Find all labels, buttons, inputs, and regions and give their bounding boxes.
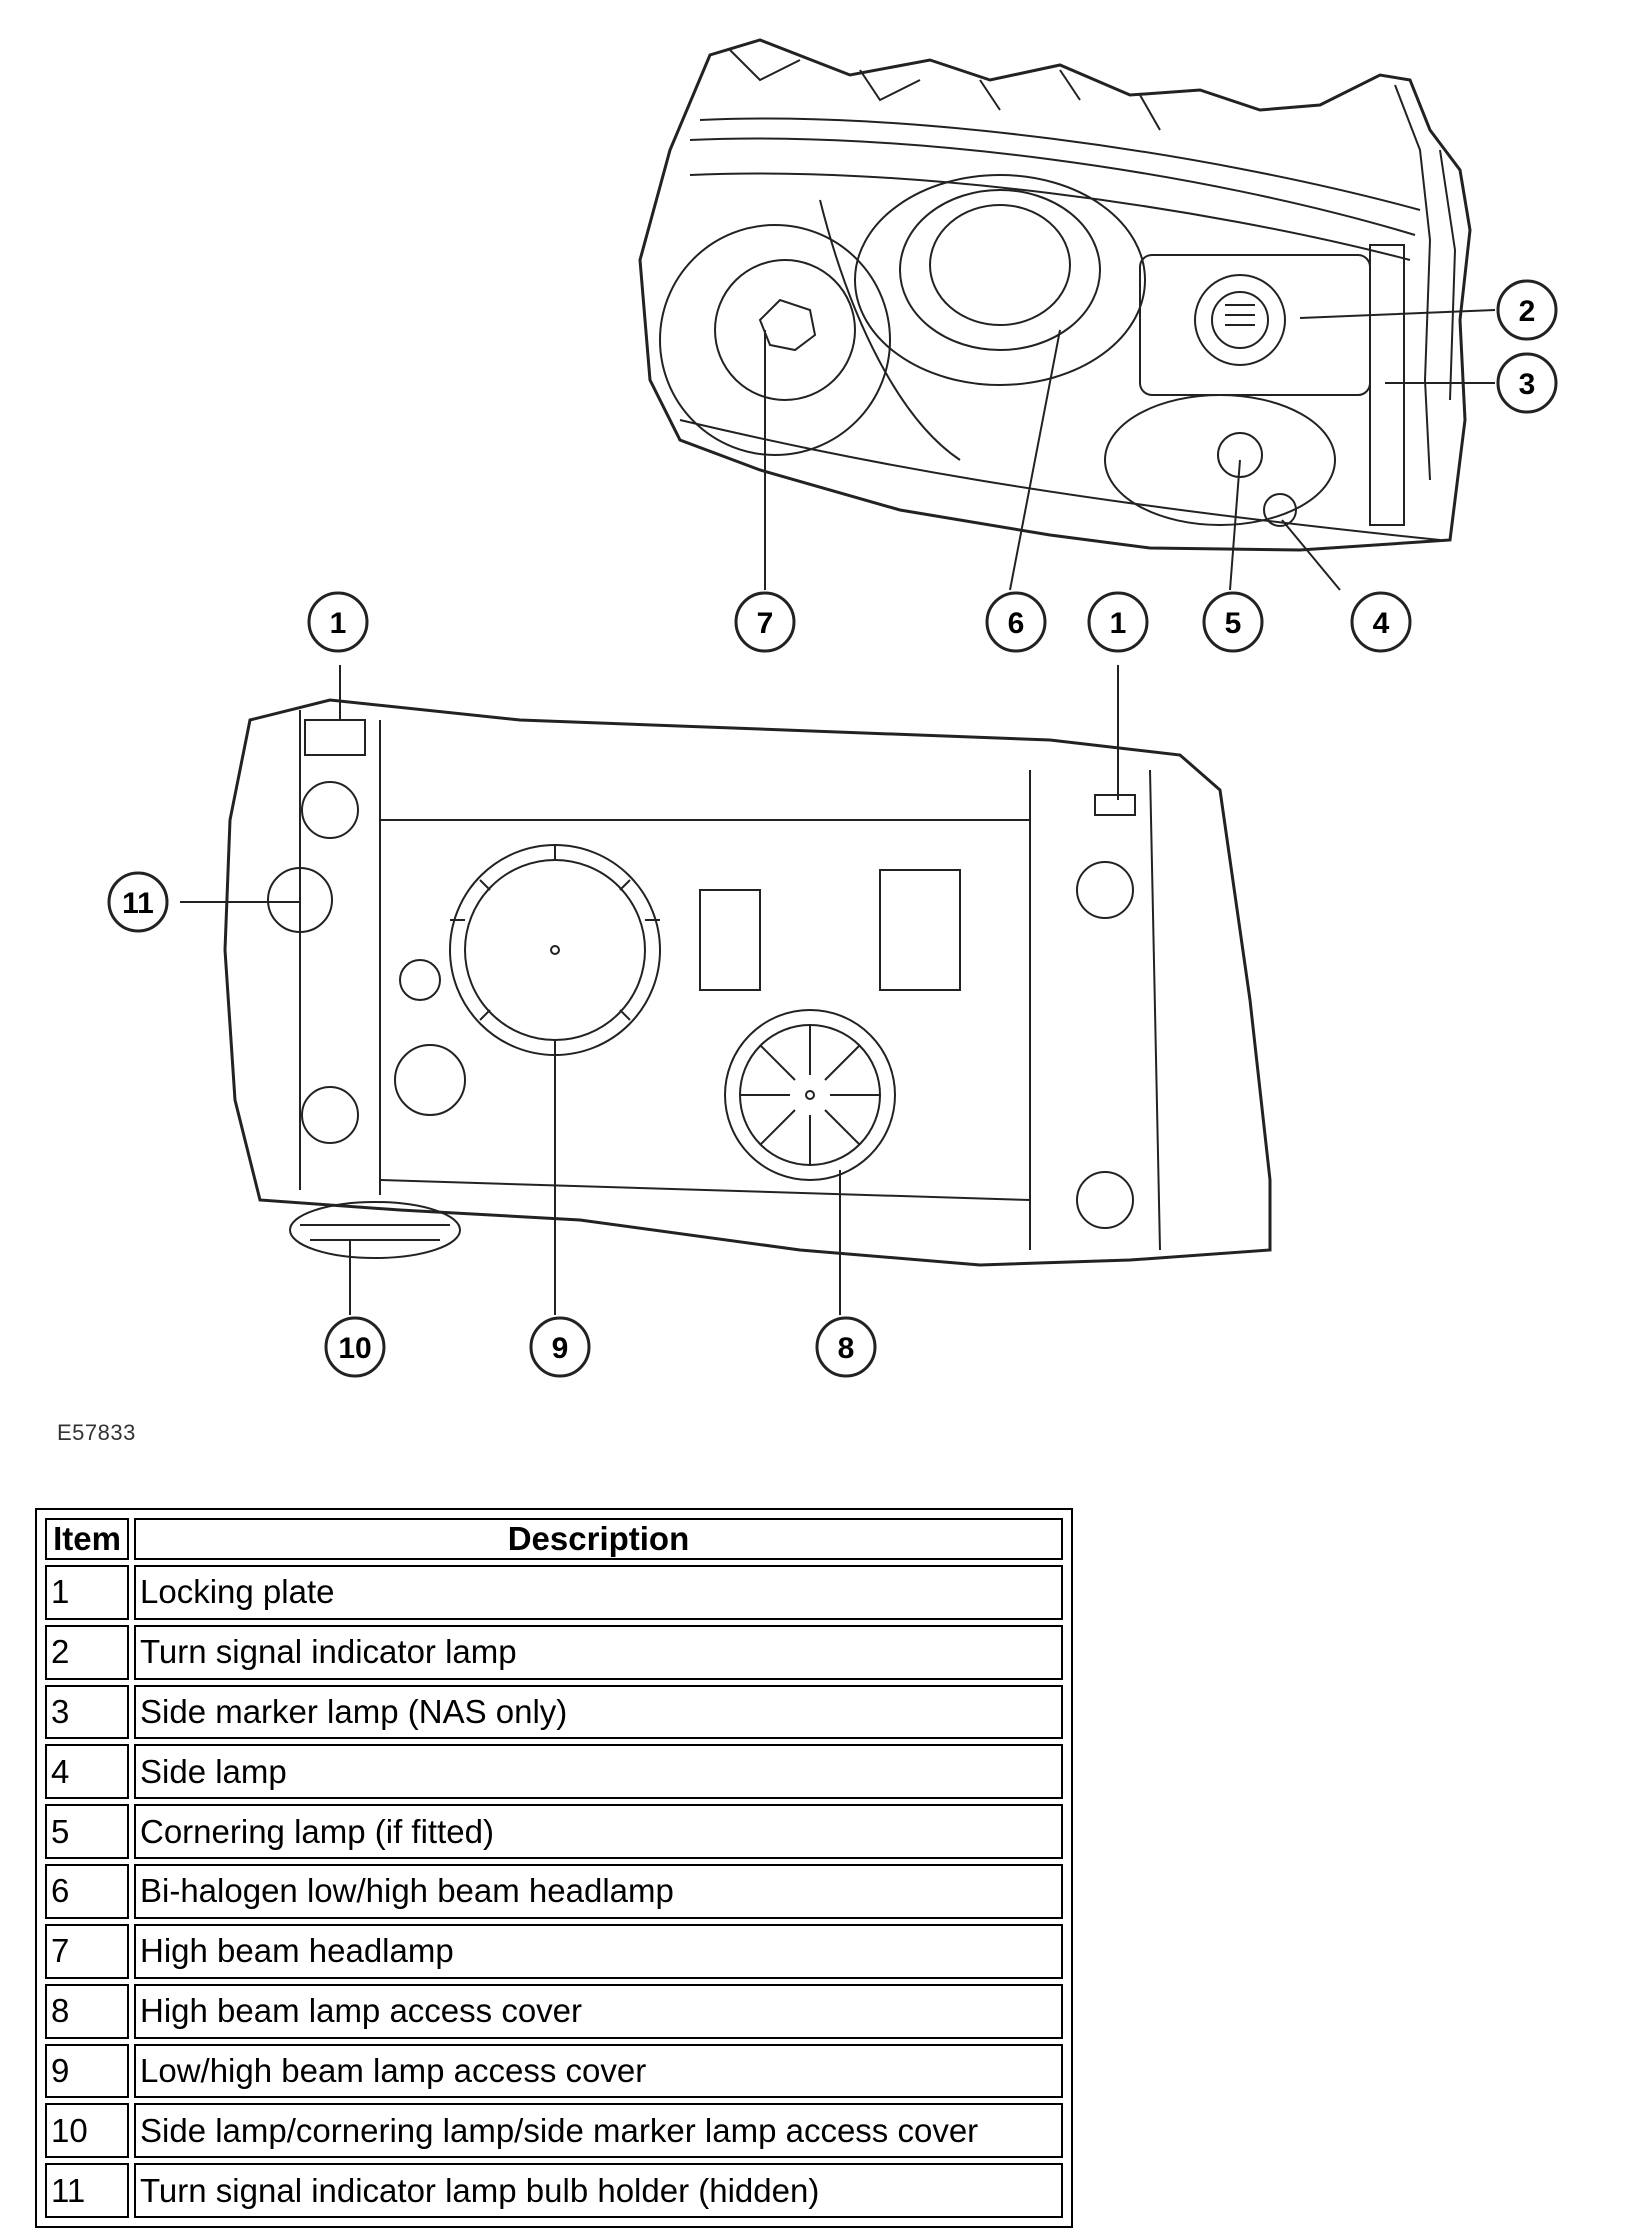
table-row: 8 High beam lamp access cover bbox=[45, 1983, 1063, 2039]
headlamp-rear-view bbox=[180, 665, 1272, 1315]
high-beam-access-cover bbox=[724, 1009, 896, 1181]
table-row: 6 Bi-halogen low/high beam headlamp bbox=[45, 1864, 1063, 1919]
low-high-beam-access-cover bbox=[449, 844, 661, 1056]
callout-6: 6 bbox=[985, 591, 1047, 653]
item-description: Locking plate bbox=[134, 1565, 1063, 1620]
table-row: 11 Turn signal indicator lamp bulb holde… bbox=[45, 2163, 1063, 2218]
turn-signal-lamp-housing bbox=[1139, 254, 1371, 396]
svg-text:5: 5 bbox=[1225, 607, 1242, 640]
item-number: 2 bbox=[45, 1624, 129, 1680]
item-description: Turn signal indicator lamp bulb holder (… bbox=[134, 2163, 1063, 2218]
svg-text:1: 1 bbox=[330, 607, 347, 640]
header-description: Description bbox=[134, 1518, 1063, 1560]
header-item: Item bbox=[45, 1518, 129, 1560]
svg-text:10: 10 bbox=[338, 1332, 371, 1365]
legend-table: Item Description 1 Locking plate 2 Turn … bbox=[35, 1508, 1073, 2228]
item-number: 6 bbox=[45, 1864, 129, 1919]
callout-5: 5 bbox=[1202, 591, 1264, 653]
item-description: High beam headlamp bbox=[134, 1923, 1063, 1979]
svg-text:9: 9 bbox=[552, 1332, 569, 1365]
item-number: 7 bbox=[45, 1923, 129, 1979]
svg-text:1: 1 bbox=[1110, 607, 1127, 640]
table-row: 1 Locking plate bbox=[45, 1565, 1063, 1620]
svg-text:4: 4 bbox=[1373, 607, 1390, 640]
item-number: 8 bbox=[45, 1983, 129, 2039]
side-lamp-access-cover bbox=[289, 1201, 461, 1259]
item-description: Side lamp bbox=[134, 1744, 1063, 1800]
callout-11: 11 bbox=[107, 871, 169, 933]
item-description: Cornering lamp (if fitted) bbox=[134, 1804, 1063, 1860]
callout-4: 4 bbox=[1350, 591, 1412, 653]
callout-8: 8 bbox=[815, 1316, 877, 1378]
item-number: 10 bbox=[45, 2103, 129, 2159]
item-number: 4 bbox=[45, 1744, 129, 1800]
bi-halogen-projector bbox=[819, 174, 1146, 461]
callouts: 2 3 7 6 1 5 4 1 bbox=[107, 279, 1558, 1378]
item-description: Bi-halogen low/high beam headlamp bbox=[134, 1864, 1063, 1919]
item-number: 9 bbox=[45, 2043, 129, 2099]
svg-text:8: 8 bbox=[838, 1332, 855, 1365]
callout-1-left: 1 bbox=[307, 591, 369, 653]
svg-text:7: 7 bbox=[757, 607, 774, 640]
table-row: 3 Side marker lamp (NAS only) bbox=[45, 1684, 1063, 1740]
table-row: 10 Side lamp/cornering lamp/side marker … bbox=[45, 2103, 1063, 2159]
item-number: 5 bbox=[45, 1804, 129, 1860]
legend-header-row: Item Description bbox=[45, 1518, 1063, 1560]
high-beam-reflector bbox=[659, 224, 891, 456]
headlamp-diagram: 2 3 7 6 1 5 4 1 bbox=[107, 38, 1558, 1378]
table-row: 4 Side lamp bbox=[45, 1744, 1063, 1800]
side-marker-strip bbox=[1369, 244, 1405, 526]
table-row: 5 Cornering lamp (if fitted) bbox=[45, 1804, 1063, 1860]
cornering-lamp-housing bbox=[1104, 394, 1336, 527]
item-description: Turn signal indicator lamp bbox=[134, 1624, 1063, 1680]
svg-text:11: 11 bbox=[122, 887, 154, 920]
item-number: 3 bbox=[45, 1684, 129, 1740]
table-row: 9 Low/high beam lamp access cover bbox=[45, 2043, 1063, 2099]
svg-text:2: 2 bbox=[1519, 295, 1536, 328]
item-description: Side lamp/cornering lamp/side marker lam… bbox=[134, 2103, 1063, 2159]
headlamp-front-view bbox=[638, 38, 1496, 591]
callout-1-right: 1 bbox=[1087, 591, 1149, 653]
svg-text:6: 6 bbox=[1008, 607, 1025, 640]
item-number: 1 bbox=[45, 1565, 129, 1620]
callout-2: 2 bbox=[1496, 279, 1558, 341]
item-number: 11 bbox=[45, 2163, 129, 2218]
item-description: Low/high beam lamp access cover bbox=[134, 2043, 1063, 2099]
table-row: 2 Turn signal indicator lamp bbox=[45, 1624, 1063, 1680]
figure-reference: E57833 bbox=[57, 1420, 136, 1445]
callout-10: 10 bbox=[324, 1316, 386, 1378]
svg-text:3: 3 bbox=[1519, 368, 1536, 401]
callout-3: 3 bbox=[1496, 352, 1558, 414]
table-row: 7 High beam headlamp bbox=[45, 1923, 1063, 1979]
item-description: Side marker lamp (NAS only) bbox=[134, 1684, 1063, 1740]
item-description: High beam lamp access cover bbox=[134, 1983, 1063, 2039]
callout-7: 7 bbox=[734, 591, 796, 653]
callout-9: 9 bbox=[529, 1316, 591, 1378]
